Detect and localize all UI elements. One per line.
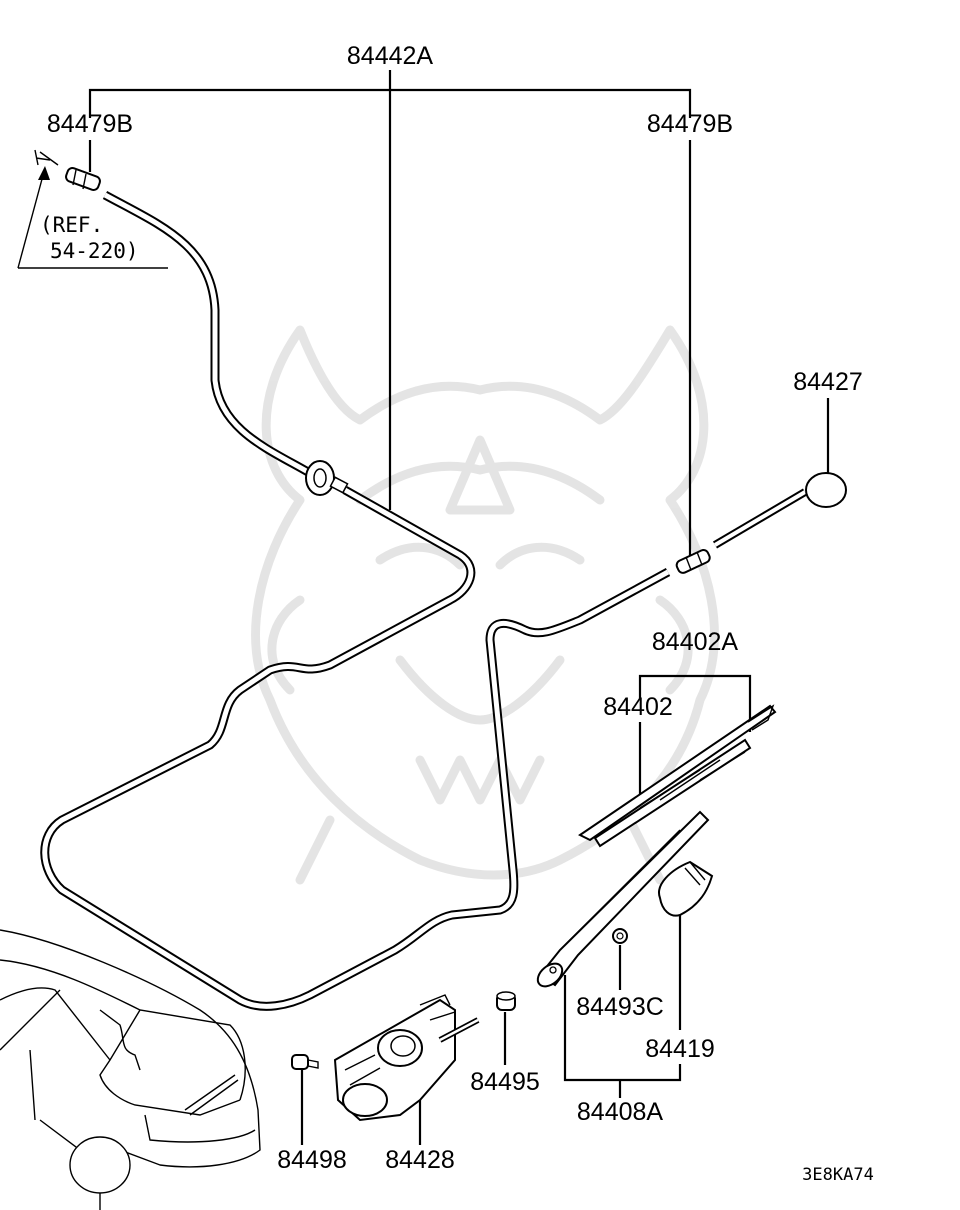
bracket-84408A [563,975,682,1098]
label-84408A: 84408A [577,1098,664,1126]
diagram-code: 3E8KA74 [802,1165,874,1185]
part-84408A-arm [536,810,710,988]
label-84498: 84498 [277,1146,347,1174]
label-84427: 84427 [793,368,863,396]
bracket-84402A [638,674,752,732]
part-84498-grommet [291,1054,319,1070]
hose-grommet [305,460,349,496]
joint-84479B-left [34,149,101,191]
label-84479B-right: 84479B [647,110,733,138]
label-84442A: 84442A [347,42,434,70]
label-84402A: 84402A [652,628,739,656]
part-84428-motor [333,994,480,1122]
part-84419-cap [658,860,714,917]
label-84428: 84428 [385,1146,455,1174]
label-84493C: 84493C [576,993,664,1021]
ref-label-line2: 54-220) [50,239,139,263]
label-84479B-left: 84479B [47,110,133,138]
part-84402-blade [578,704,777,848]
joint-84479B-right [675,549,711,574]
part-84495-grommet [496,991,516,1011]
washer-hose [40,191,671,1011]
bracket-84442A [88,70,692,510]
watermark-emblem [251,325,719,885]
vehicle-sketch [0,929,261,1210]
part-84493C-nut [612,928,628,944]
ref-label-line1: (REF. [40,213,103,237]
ref-arrow [17,166,168,269]
part-84427-nozzle [712,472,847,549]
label-84495: 84495 [470,1068,540,1096]
label-84402: 84402 [603,693,673,721]
label-84419: 84419 [645,1035,715,1063]
